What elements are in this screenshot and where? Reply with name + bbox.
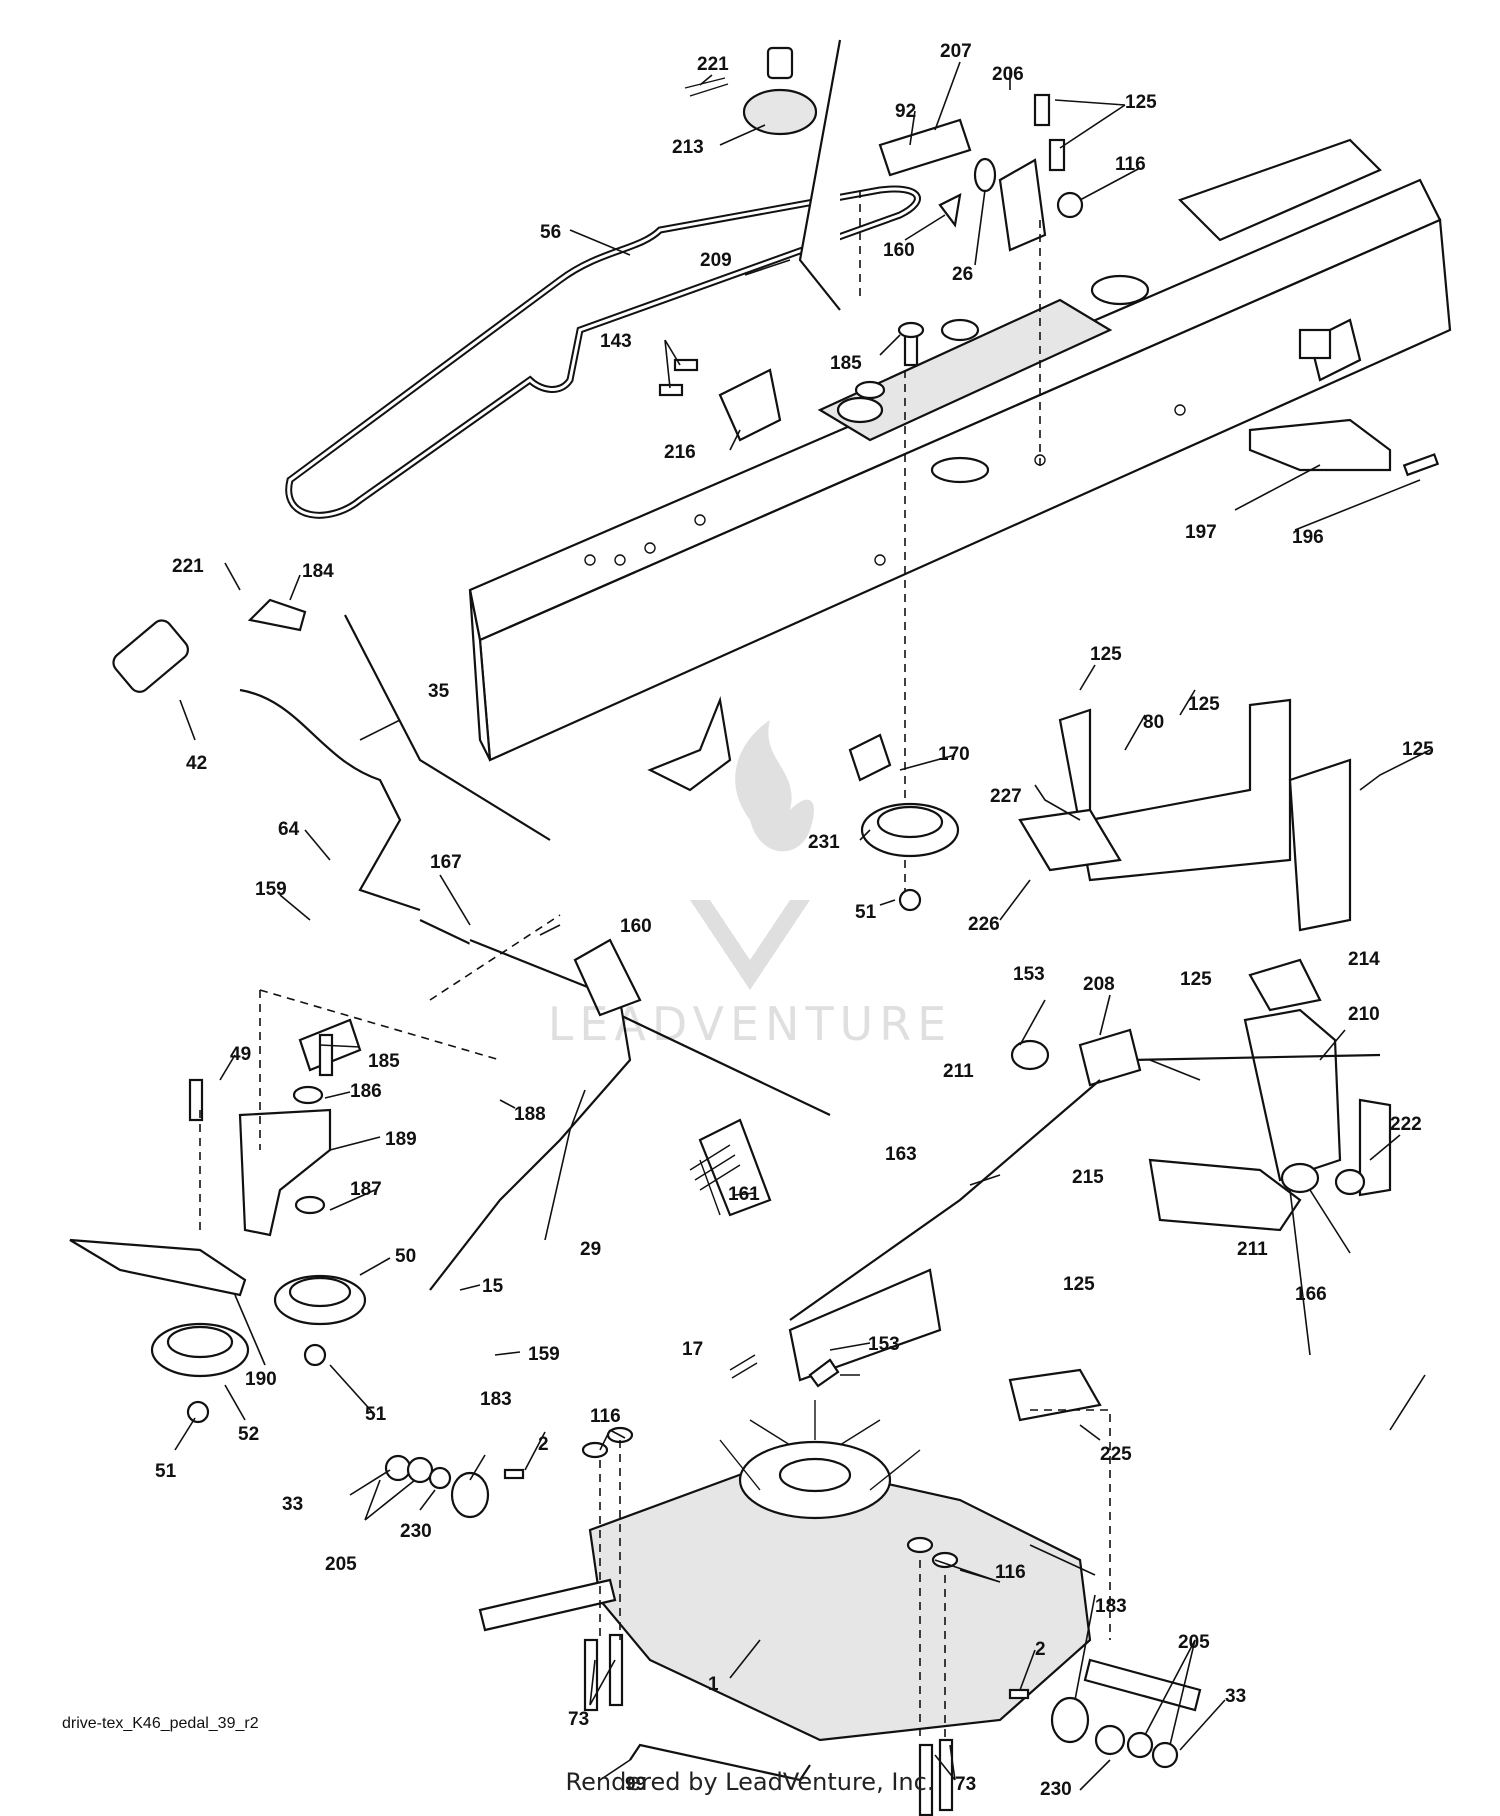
- callout-211-left: 211: [943, 1061, 974, 1082]
- callout-80: 80: [1143, 712, 1164, 733]
- callout-125-bracket-mid: 125: [1188, 694, 1220, 715]
- callout-221-left: 221: [172, 556, 204, 577]
- callout-64: 64: [278, 819, 300, 840]
- callout-184: 184: [302, 561, 334, 582]
- transaxle: [384, 1400, 1202, 1816]
- callout-labels: 221 213 207 92 206 125 116 56 160 26 209…: [155, 41, 1434, 1800]
- callout-56: 56: [540, 222, 561, 243]
- upper-parts: [658, 39, 1440, 900]
- callout-125-lower: 125: [1063, 1274, 1095, 1295]
- callout-153-bottom: 153: [868, 1334, 900, 1355]
- watermark: LEADVENTURE: [548, 720, 953, 1051]
- callout-190: 190: [245, 1369, 277, 1390]
- callout-221-top: 221: [697, 54, 729, 75]
- callout-92: 92: [895, 101, 916, 122]
- leader-lines: [174, 61, 1431, 1791]
- callout-185-left: 185: [368, 1051, 400, 1072]
- callout-33-right: 33: [1225, 1686, 1246, 1707]
- callout-51-center: 51: [855, 902, 877, 923]
- callout-209: 209: [700, 250, 732, 271]
- callout-160-top: 160: [883, 240, 915, 261]
- callout-116-trans-right: 116: [995, 1562, 1026, 1583]
- callout-214: 214: [1348, 949, 1380, 970]
- callout-163: 163: [885, 1144, 917, 1165]
- callout-231: 231: [808, 832, 840, 853]
- callout-33-left: 33: [282, 1494, 303, 1515]
- callout-125-bracket-top: 125: [1090, 644, 1122, 665]
- callout-189: 189: [385, 1129, 417, 1150]
- callout-42: 42: [186, 753, 207, 774]
- callout-205-right: 205: [1178, 1632, 1210, 1653]
- callout-187: 187: [350, 1179, 382, 1200]
- callout-166: 166: [1295, 1284, 1327, 1305]
- callout-160-mid: 160: [620, 916, 652, 937]
- callout-49: 49: [230, 1044, 251, 1065]
- callout-230-right: 230: [1040, 1779, 1072, 1800]
- rods-springs: [689, 1079, 1101, 1388]
- callout-210: 210: [1348, 1004, 1380, 1025]
- callout-215: 215: [1072, 1167, 1104, 1188]
- callout-205-left: 205: [325, 1554, 357, 1575]
- drive-belt: [285, 185, 921, 519]
- callout-51-left-bottom: 51: [155, 1461, 177, 1482]
- callout-170: 170: [938, 744, 970, 765]
- callout-99: 99: [625, 1774, 646, 1795]
- footer-credit: Rendered by LeadVenture, Inc.: [565, 1768, 935, 1796]
- callout-1: 1: [708, 1674, 719, 1695]
- callout-222: 222: [1390, 1114, 1422, 1135]
- callout-197: 197: [1185, 522, 1217, 543]
- callout-226: 226: [968, 914, 1000, 935]
- callout-207: 207: [940, 41, 972, 62]
- callout-35: 35: [428, 681, 450, 702]
- callout-2-right: 2: [1035, 1639, 1046, 1660]
- callout-73-right: 73: [955, 1774, 976, 1795]
- callout-213: 213: [672, 137, 704, 158]
- diagram-reference: drive-tex_K46_pedal_39_r2: [62, 1715, 259, 1732]
- callout-230-left: 230: [400, 1521, 432, 1542]
- callout-73-left: 73: [568, 1709, 589, 1730]
- callout-186: 186: [350, 1081, 382, 1102]
- callout-208: 208: [1083, 974, 1115, 995]
- callout-196: 196: [1292, 527, 1324, 548]
- callout-2-left: 2: [538, 1434, 549, 1455]
- frame-chassis: [468, 138, 1452, 792]
- callout-161: 161: [728, 1184, 760, 1205]
- center-pulley: [848, 733, 960, 912]
- callout-51-left-mid: 51: [365, 1404, 387, 1425]
- callout-52: 52: [238, 1424, 259, 1445]
- callout-143: 143: [600, 331, 632, 352]
- callout-211-right: 211: [1237, 1239, 1268, 1260]
- callout-206: 206: [992, 64, 1024, 85]
- callout-167: 167: [430, 852, 462, 873]
- callout-159-bottom: 159: [528, 1344, 560, 1365]
- callout-159-left: 159: [255, 879, 287, 900]
- callout-116-trans-left: 116: [590, 1406, 621, 1427]
- callout-15: 15: [482, 1276, 504, 1297]
- callout-116-top: 116: [1115, 154, 1146, 175]
- callout-153-top: 153: [1013, 964, 1045, 985]
- callout-183-right: 183: [1095, 1596, 1127, 1617]
- callout-125-pedal: 125: [1180, 969, 1212, 990]
- callout-227: 227: [990, 786, 1022, 807]
- callout-125-top: 125: [1125, 92, 1157, 113]
- left-linkage: [69, 598, 831, 1424]
- callout-188: 188: [514, 1104, 546, 1125]
- callout-216: 216: [664, 442, 696, 463]
- callout-225: 225: [1100, 1444, 1132, 1465]
- callout-29: 29: [580, 1239, 601, 1260]
- callout-17: 17: [682, 1339, 703, 1360]
- callout-50: 50: [395, 1246, 416, 1267]
- watermark-text: LEADVENTURE: [548, 997, 953, 1051]
- callout-185-top: 185: [830, 353, 862, 374]
- callout-183-left: 183: [480, 1389, 512, 1410]
- right-bracket-pedal: [788, 698, 1392, 1422]
- callout-125-bracket-right: 125: [1402, 739, 1434, 760]
- callout-26: 26: [952, 264, 973, 285]
